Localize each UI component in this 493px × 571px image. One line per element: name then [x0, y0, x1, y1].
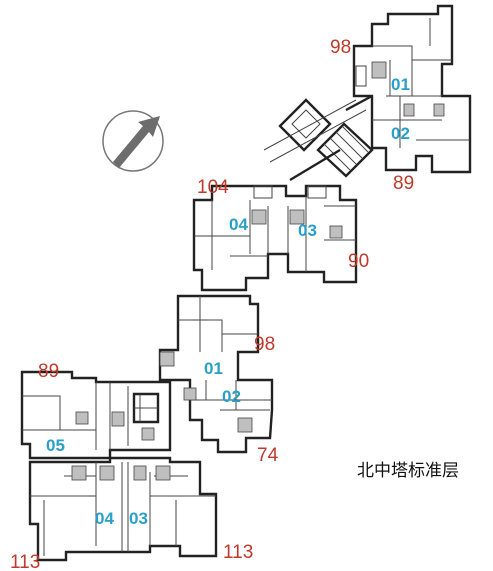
unit-label: 04 [229, 215, 248, 234]
unit-label: 03 [129, 509, 148, 528]
unit-label: 03 [298, 221, 317, 240]
middle-upper-cluster [192, 184, 358, 292]
area-label: 98 [254, 334, 275, 355]
area-label: 89 [393, 173, 414, 194]
bottom-cluster [28, 456, 218, 562]
bottom-left-cluster [20, 370, 172, 460]
north-arrow-icon [102, 110, 164, 172]
unit-label: 02 [391, 124, 410, 143]
unit-label: 01 [391, 75, 410, 94]
top-right-cluster [352, 4, 472, 174]
middle-lower-cluster [158, 294, 274, 454]
area-label: 104 [197, 177, 229, 198]
area-label: 98 [330, 37, 351, 58]
diagonal-core [263, 94, 374, 182]
area-label: 90 [348, 251, 369, 272]
unit-label: 05 [46, 436, 65, 455]
unit-label: 04 [95, 509, 114, 528]
area-label: 113 [223, 542, 253, 563]
plan-title: 北中塔标准层 [357, 461, 459, 481]
area-label: 113 [10, 552, 40, 571]
area-label: 74 [257, 445, 279, 466]
unit-label: 01 [204, 359, 223, 378]
area-label: 89 [38, 361, 59, 382]
unit-label: 02 [222, 387, 241, 406]
